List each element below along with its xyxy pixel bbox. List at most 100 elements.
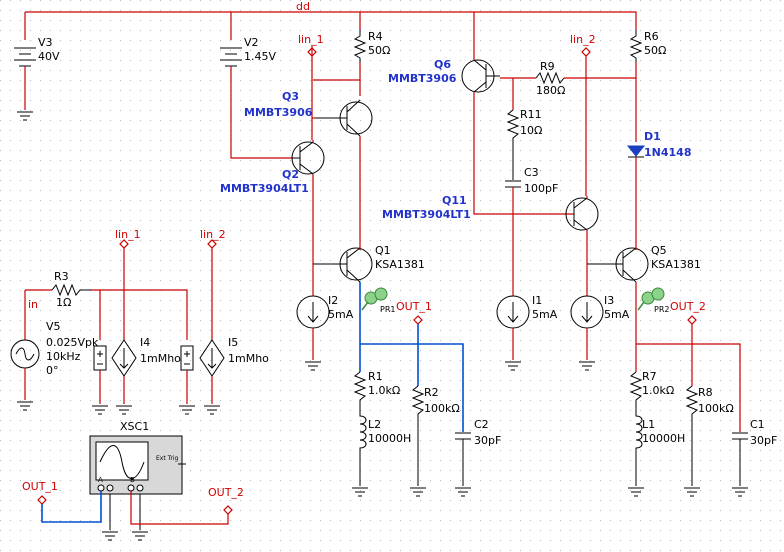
transistor-Q1[interactable] xyxy=(313,247,373,283)
V2-ref: V2 xyxy=(244,36,259,49)
net-label-lin2-bottom: lin_2 xyxy=(200,228,226,241)
transistor-Q2[interactable] xyxy=(291,140,325,264)
R9-ref: R9 xyxy=(540,60,555,73)
transistor-Q11[interactable] xyxy=(565,196,599,264)
Q5-ref: Q5 xyxy=(651,244,667,257)
V5-line-freq: 10kHz xyxy=(46,350,81,363)
Q3-ref: Q3 xyxy=(282,90,299,103)
PR2-ref: PR2 xyxy=(654,305,669,314)
R6-ref: R6 xyxy=(644,30,659,43)
current-source-I1[interactable] xyxy=(496,295,530,371)
R4-ref: R4 xyxy=(368,30,383,43)
transistor-Q5[interactable] xyxy=(587,247,649,372)
net-label-dd: dd xyxy=(296,0,310,13)
Q5-model: KSA1381 xyxy=(651,258,701,271)
D1-ref: D1 xyxy=(644,130,661,143)
R2-value: 100kΩ xyxy=(424,402,460,415)
inductor-L2[interactable] xyxy=(352,410,368,497)
net-label-out1: OUT_1 xyxy=(396,300,432,313)
V3-ref: V3 xyxy=(38,36,53,49)
R1-ref: R1 xyxy=(368,370,383,383)
net-label-out1-scope: OUT_1 xyxy=(22,480,58,493)
Q11-ref: Q11 xyxy=(442,194,467,207)
resistor-R2[interactable] xyxy=(410,385,426,497)
R11-value: 10Ω xyxy=(520,124,542,137)
net-label-lin2-top: lin_2 xyxy=(570,33,596,46)
I3-value: 5mA xyxy=(604,308,630,321)
I3-ref: I3 xyxy=(604,294,614,307)
oscilloscope-XSC1[interactable] xyxy=(89,435,186,541)
C1-value: 30pF xyxy=(750,434,777,447)
XSC1-ref: XSC1 xyxy=(120,420,149,433)
resistor-R4[interactable] xyxy=(313,30,367,96)
R3-ref: R3 xyxy=(54,270,69,283)
output2-wires[interactable] xyxy=(636,324,741,432)
Q11-model: MMBT3904LT1 xyxy=(382,208,471,221)
V3-value: 40V xyxy=(38,50,60,63)
V2-value: 1.45V xyxy=(244,50,276,63)
net-label-lin1-top: lin_1 xyxy=(298,33,324,46)
I2-ref: I2 xyxy=(328,294,338,307)
resistor-R8[interactable] xyxy=(684,385,700,497)
XSC1-chA: A xyxy=(98,476,103,484)
transistor-Q3[interactable] xyxy=(312,99,373,250)
R7-ref: R7 xyxy=(642,370,657,383)
ac-source-V5[interactable] xyxy=(10,339,40,411)
R11-ref: R11 xyxy=(520,108,542,121)
resistor-R3[interactable] xyxy=(51,283,92,297)
net-label-out2-scope: OUT_2 xyxy=(208,486,244,499)
resistor-R1[interactable] xyxy=(353,371,367,410)
net-label-out2: OUT_2 xyxy=(670,300,706,313)
I5-ref: I5 xyxy=(228,336,238,349)
Q3-model: MMBT3906 xyxy=(244,106,313,119)
I1-value: 5mA xyxy=(532,308,558,321)
R1-value: 1.0kΩ xyxy=(368,384,400,397)
R8-value: 100kΩ xyxy=(698,402,734,415)
battery-V3[interactable] xyxy=(14,47,36,121)
Q6-model: MMBT3906 xyxy=(388,72,457,85)
capacitor-C2[interactable] xyxy=(455,432,471,497)
R2-ref: R2 xyxy=(424,386,439,399)
probe-node-lin2-top[interactable] xyxy=(581,47,591,196)
probe-node-lin1-top[interactable] xyxy=(307,46,317,140)
L1-value: 10000H xyxy=(642,432,685,445)
C3-value: 100pF xyxy=(524,182,558,195)
inductor-L1[interactable] xyxy=(628,410,644,497)
V5-ref: V5 xyxy=(46,320,61,333)
Q2-model: MMBT3904LT1 xyxy=(220,182,309,195)
scope-wires[interactable] xyxy=(37,491,233,525)
V5-line-phase: 0° xyxy=(46,364,59,377)
resistor-R6[interactable] xyxy=(629,30,643,142)
capacitor-C3[interactable] xyxy=(505,180,521,296)
C1-ref: C1 xyxy=(750,418,765,431)
current-source-I3[interactable] xyxy=(570,264,604,371)
I4-ref: I4 xyxy=(140,336,150,349)
L2-ref: L2 xyxy=(368,418,381,431)
probe-PR1[interactable] xyxy=(361,287,388,311)
transistor-Q6[interactable] xyxy=(461,59,574,215)
resistor-R11[interactable] xyxy=(506,78,520,180)
L2-value: 10000H xyxy=(368,432,411,445)
supply-rail[interactable] xyxy=(24,11,637,60)
battery-V2[interactable] xyxy=(220,47,292,159)
resistor-R7[interactable] xyxy=(629,371,643,410)
I5-value: 1mMho xyxy=(228,352,269,365)
R9-value: 180Ω xyxy=(536,84,565,97)
PR1-ref: PR1 xyxy=(380,305,395,314)
vccs-I5[interactable] xyxy=(179,339,225,415)
XSC1-ext-trig: Ext Trig xyxy=(156,455,179,462)
C2-ref: C2 xyxy=(474,418,489,431)
current-source-I2[interactable] xyxy=(296,264,330,371)
capacitor-C1[interactable] xyxy=(732,432,748,497)
diode-D1[interactable] xyxy=(626,145,646,250)
input-wires[interactable] xyxy=(24,239,217,340)
resistor-R9[interactable] xyxy=(535,71,636,85)
output1-wires[interactable] xyxy=(359,282,464,432)
D1-model: 1N4148 xyxy=(644,146,691,159)
C2-value: 30pF xyxy=(474,434,501,447)
R6-value: 50Ω xyxy=(644,44,666,57)
probe-PR2[interactable] xyxy=(637,287,665,311)
vccs-I4[interactable] xyxy=(92,339,137,415)
